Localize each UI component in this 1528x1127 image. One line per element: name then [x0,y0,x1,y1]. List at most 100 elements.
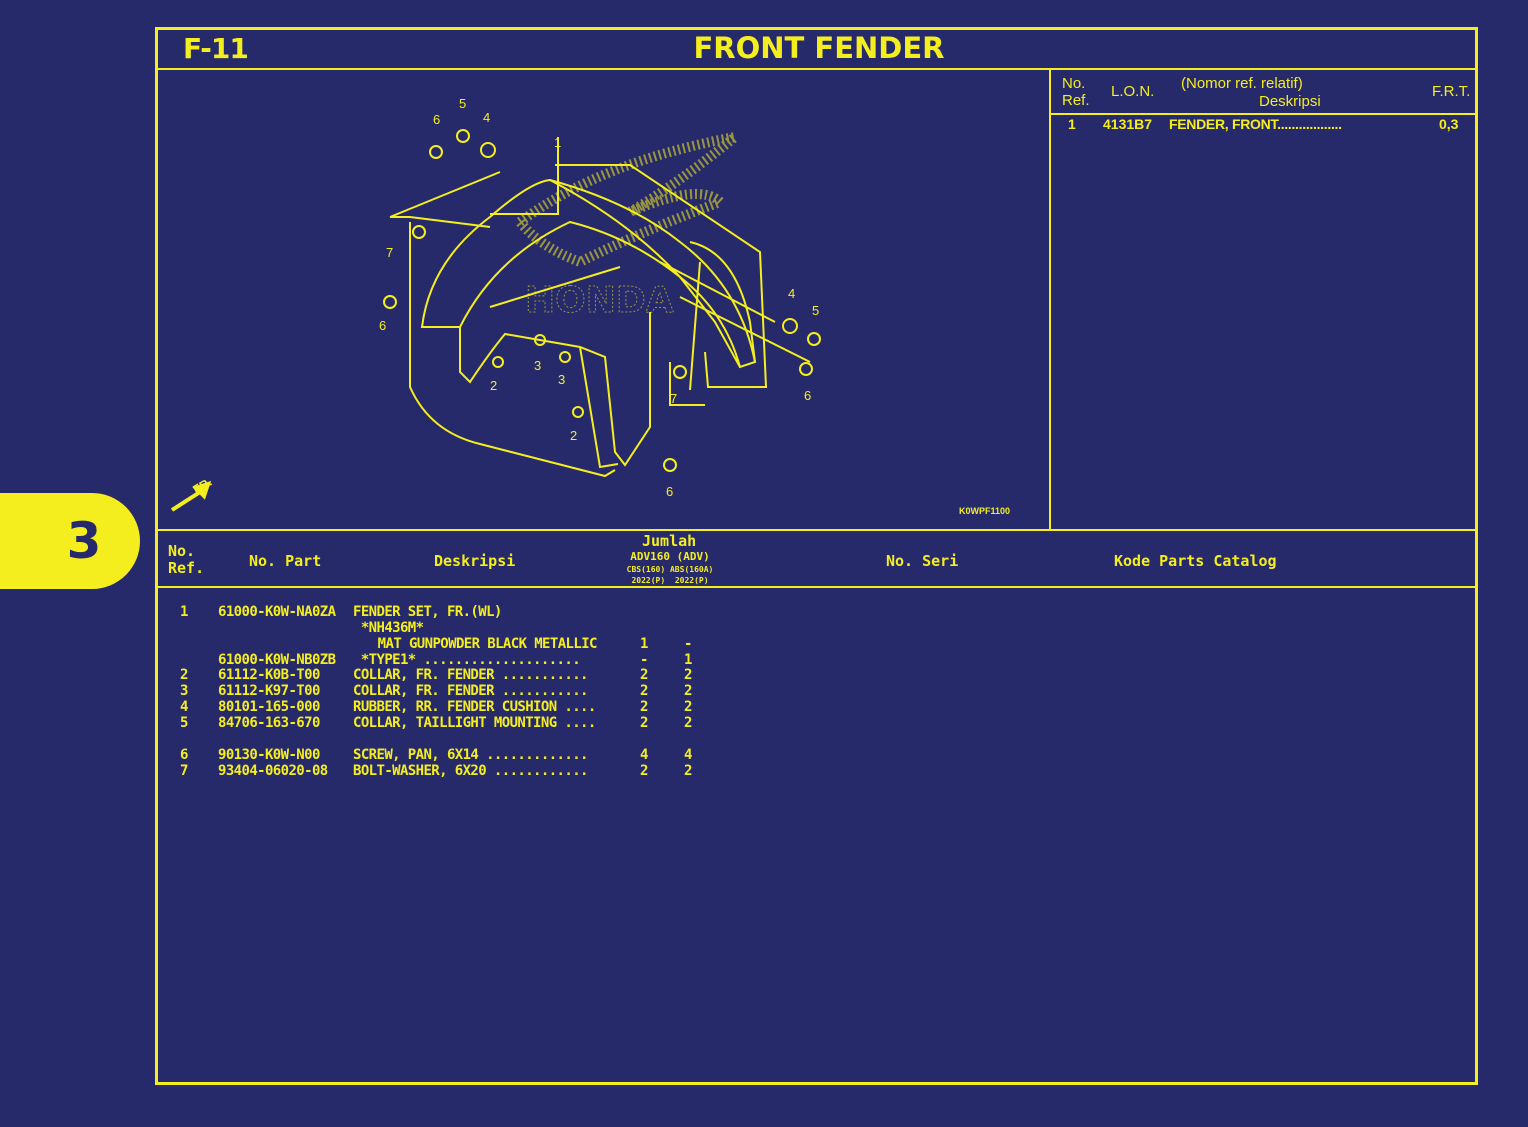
callout-label: 3 [534,358,541,373]
row-desc: COLLAR, FR. FENDER ........... [353,667,588,683]
row-ref: 5 [180,715,188,731]
screw-icon [429,145,443,159]
ref-header-desc-top: (Nomor ref. relatif) [1181,75,1303,92]
ref-row-desc: FENDER, FRONT.................. [1169,116,1342,132]
diagram-code: K0WPF1100 [959,506,1010,516]
row-qty-cbs: 2 [640,667,648,683]
divider [1051,113,1478,115]
parts-header-model: ADV160 (ADV) [630,550,710,563]
screw-icon [663,458,677,472]
parts-header-no-seri: No. Seri [886,552,959,570]
honda-logo-text: HONDA [525,280,674,321]
callout-label: 2 [570,428,577,443]
row-qty-abs: 2 [684,683,692,699]
rubber-icon [782,318,798,334]
screw-icon [412,225,426,239]
row-desc: COLLAR, TAILLIGHT MOUNTING .... [353,715,596,731]
callout-label: 2 [490,378,497,393]
callout-label: 6 [433,112,440,127]
ref-header-lon: L.O.N. [1111,83,1155,100]
collar-icon [559,351,571,363]
fender-outline [389,137,811,478]
row-qty-abs: 2 [684,763,692,779]
row-qty-cbs: 1 [640,636,648,652]
row-ref: 1 [180,604,188,620]
row-desc: MAT GUNPOWDER BLACK METALLIC [362,636,598,652]
row-part: 61000-K0W-NB0ZB [218,652,336,668]
row-qty-abs: 2 [684,667,692,683]
row-desc: FENDER SET, FR.(WL) [353,604,502,620]
parts-header-kode: Kode Parts Catalog [1114,552,1277,570]
parts-header-years: 2022(P) 2022(P) [631,576,709,585]
exploded-diagram: HONDA 1 2 2 3 [170,96,1010,516]
collar-icon [492,356,504,368]
ref-header-frt: F.R.T. [1432,83,1471,100]
row-qty-abs: 2 [684,715,692,731]
row-ref: 3 [180,683,188,699]
row-desc: *NH436M* [353,620,424,636]
row-qty-cbs: 2 [640,683,648,699]
callout-label: 5 [812,303,819,318]
row-qty-abs: - [684,636,692,652]
parts-header-no-ref: No. Ref. [168,542,205,577]
callout-label: 6 [379,318,386,333]
row-part: 80101-165-000 [218,699,320,715]
ref-header-desc: Deskripsi [1259,93,1321,110]
row-qty-cbs: 2 [640,715,648,731]
honda-logo: HONDA [512,132,739,322]
row-qty-cbs: 4 [640,747,648,763]
row-part: 90130-K0W-N00 [218,747,320,763]
parts-header-deskripsi: Deskripsi [434,552,516,570]
callout-label: 6 [666,484,673,499]
row-qty-cbs: - [640,652,648,668]
row-ref: 6 [180,747,188,763]
row-qty-cbs: 2 [640,699,648,715]
divider [155,586,1478,588]
ref-row-lon: 4131B7 [1103,116,1153,132]
row-ref: 7 [180,763,188,779]
callout-label: 7 [670,391,677,406]
divider [1049,68,1051,530]
parts-header-no-part: No. Part [249,552,322,570]
callout-label: 5 [459,96,466,111]
row-part: 61000-K0W-NA0ZA [218,604,336,620]
callout-label: 4 [483,110,490,125]
row-part: 61112-K0B-T00 [218,667,320,683]
row-desc: COLLAR, FR. FENDER ........... [353,683,588,699]
screw-icon [383,295,397,309]
callout-label: 4 [788,286,795,301]
section-tab[interactable]: 3 [0,493,140,589]
callouts: 1 2 2 3 3 4 4 5 5 6 6 6 6 7 7 [379,96,819,499]
rubber-icon [480,142,496,158]
collar-icon [456,129,470,143]
row-part: 61112-K97-T00 [218,683,320,699]
ref-row-frt: 0,3 [1439,116,1459,132]
ref-row-no: 1 [1068,116,1076,132]
callout-label: 7 [386,245,393,260]
parts-header-variants: CBS(160) ABS(160A) [626,565,714,574]
parts-header-jumlah: Jumlah [642,532,697,550]
row-ref: 2 [180,667,188,683]
page-title: FRONT FENDER [693,31,945,65]
callout-label: 3 [558,372,565,387]
row-qty-cbs: 2 [640,763,648,779]
collar-icon [807,332,821,346]
divider [155,68,1478,70]
collar-icon [572,406,584,418]
hardware [383,129,821,472]
divider [155,529,1478,531]
bolt-icon [673,365,687,379]
screw-icon [799,362,813,376]
row-qty-abs: 1 [684,652,692,668]
callout-label: 6 [804,388,811,403]
row-desc: RUBBER, RR. FENDER CUSHION .... [353,699,596,715]
row-ref: 4 [180,699,188,715]
row-qty-abs: 4 [684,747,692,763]
row-part: 84706-163-670 [218,715,320,731]
row-qty-abs: 2 [684,699,692,715]
front-direction-label: FR. [191,475,215,497]
row-desc: SCREW, PAN, 6X14 ............. [353,747,588,763]
row-desc: *TYPE1* .................... [353,652,581,668]
catalog-frame [155,27,1478,1085]
ref-header-no: No. Ref. [1062,75,1090,109]
